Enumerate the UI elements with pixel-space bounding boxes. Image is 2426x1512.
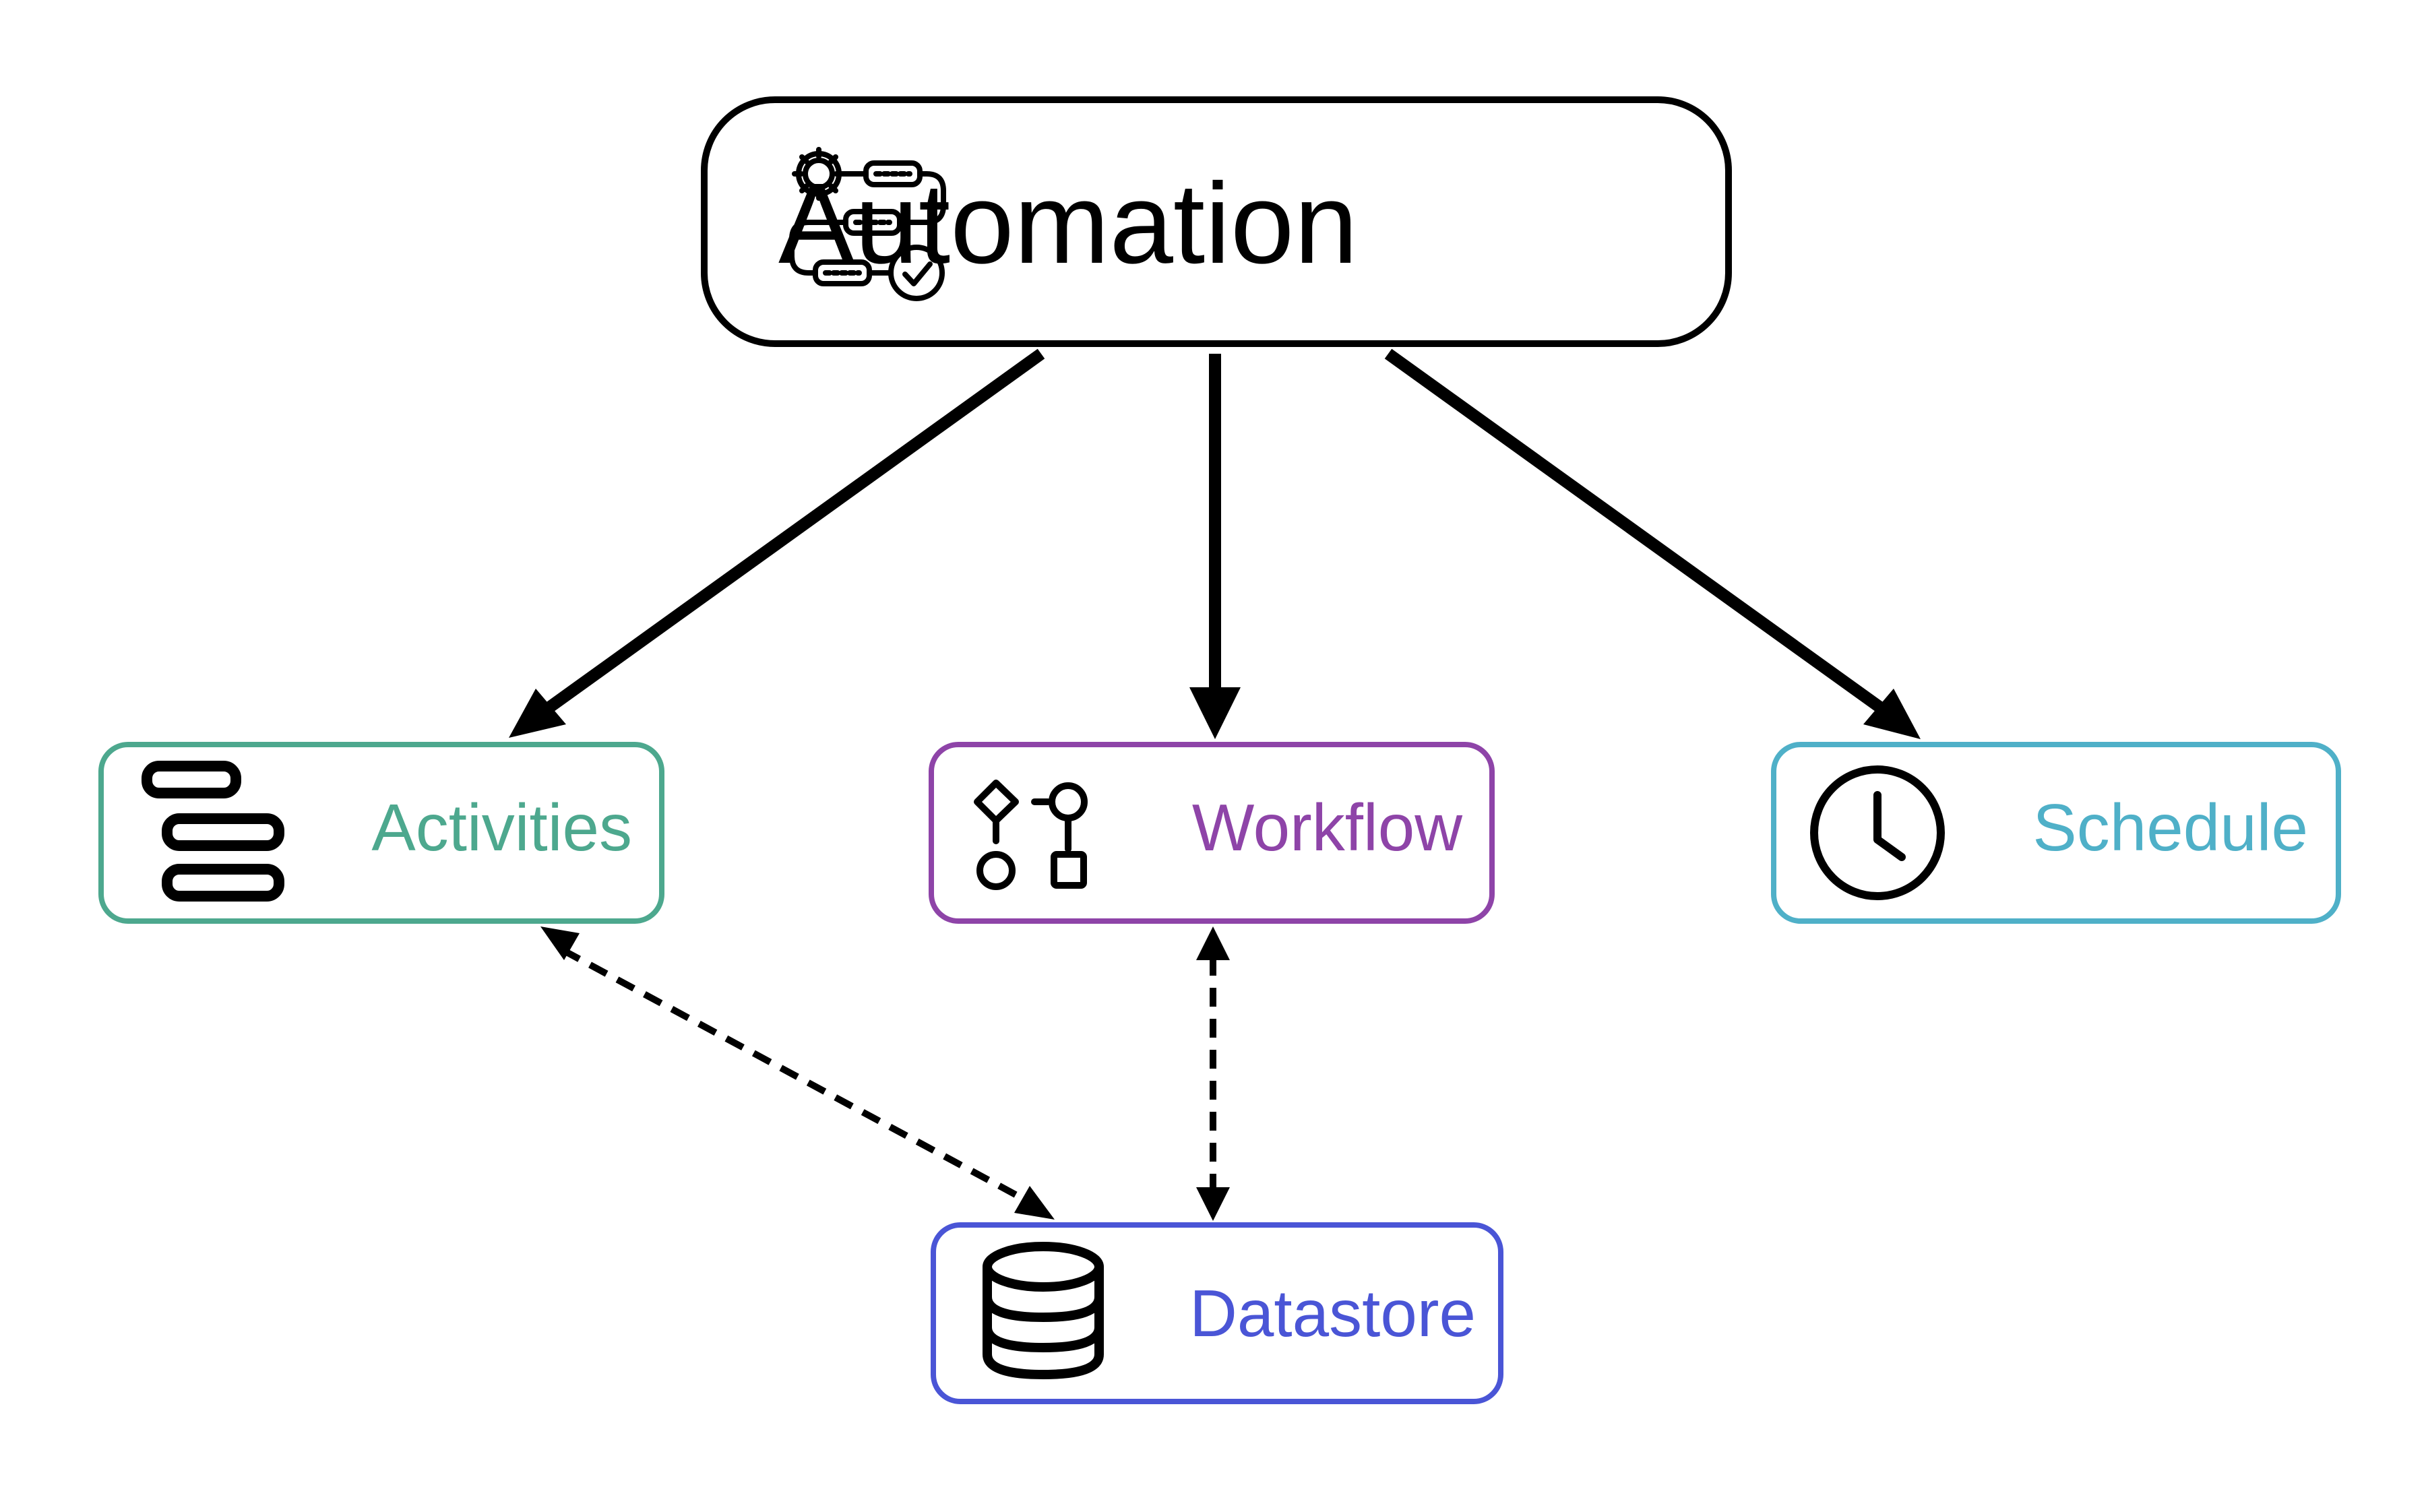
schedule-label: Schedule [2032, 790, 2308, 864]
arrowhead [540, 926, 580, 960]
node-datastore[interactable]: Datastore [931, 1222, 1503, 1404]
arrowhead [1863, 689, 1921, 739]
activities-label: Activities [371, 790, 632, 864]
arrowhead [509, 689, 566, 738]
stack-icon [142, 761, 284, 902]
database-icon [983, 1242, 1104, 1379]
edge-automation-workflow [1189, 354, 1241, 739]
edge-automation-schedule [1384, 348, 1921, 739]
edge-workflow-datastore [1196, 926, 1230, 1221]
arrowhead [1196, 926, 1230, 960]
node-activities[interactable]: Activities [98, 742, 664, 924]
arrowhead [1014, 1186, 1055, 1220]
node-schedule[interactable]: Schedule [1771, 742, 2341, 924]
node-automation: Automation [701, 96, 1732, 347]
datastore-label: Datastore [1189, 1276, 1476, 1350]
edge-automation-activities [509, 348, 1045, 738]
workflow-label: Workflow [1192, 790, 1463, 864]
edge-activities-datastore [540, 926, 1055, 1220]
automation-flow-icon [789, 147, 946, 301]
arrowhead [1196, 1187, 1230, 1221]
arrowhead [1189, 687, 1241, 739]
automation-label: Automation [778, 160, 1358, 288]
node-workflow[interactable]: Workflow [929, 742, 1495, 924]
edges [509, 348, 1921, 1221]
workflow-icon [974, 780, 1088, 890]
clock-icon [1810, 765, 1945, 900]
